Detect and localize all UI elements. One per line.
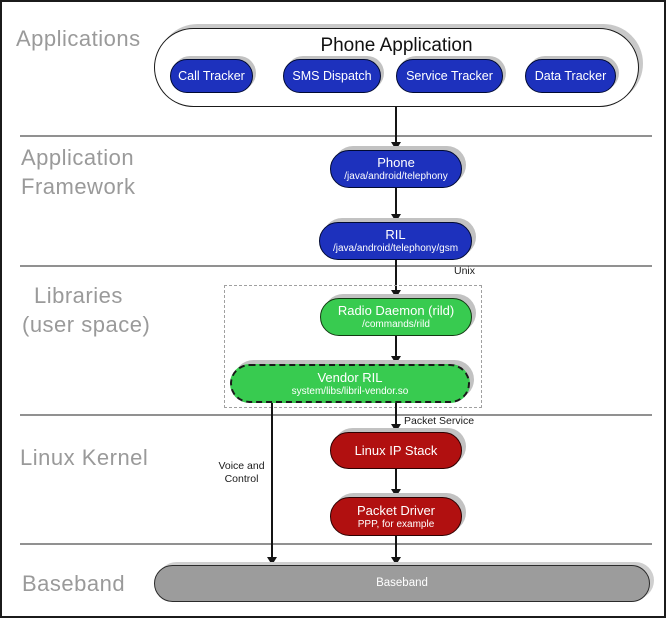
- separator-line: [20, 265, 652, 267]
- arrow-down-icon: [391, 424, 401, 432]
- connector-vendor-ril-to-baseband: [271, 403, 273, 558]
- node-path: system/libs/libril-vendor.so: [291, 385, 409, 397]
- connector-phone-to-ril: [395, 188, 397, 215]
- node-title: Phone: [377, 155, 415, 170]
- node-title: Linux IP Stack: [354, 443, 438, 458]
- arrow-down-icon: [391, 142, 401, 150]
- layer-label-line: Baseband: [22, 571, 126, 596]
- voice-control-label: Voice and Control: [214, 460, 269, 486]
- separator-line: [20, 543, 652, 545]
- layer-label-line: Framework: [21, 174, 136, 199]
- service-tracker-node: Service Tracker: [396, 59, 503, 93]
- layer-label-application-framework: Application Framework: [21, 143, 136, 201]
- arrow-down-icon: [391, 557, 401, 565]
- connector-vendor-ril-to-ip-stack: [395, 403, 397, 425]
- baseband-node: Baseband: [154, 565, 650, 602]
- node-title: RIL: [385, 227, 406, 242]
- radio-daemon-node: Radio Daemon (rild) /commands/rild: [320, 298, 472, 336]
- phone-application-title: Phone Application: [320, 35, 473, 56]
- node-title: Baseband: [376, 577, 428, 589]
- node-title: Vendor RIL: [317, 369, 383, 385]
- layer-label-line: (user space): [22, 312, 151, 337]
- data-tracker-node: Data Tracker: [525, 59, 616, 93]
- arrow-down-icon: [391, 214, 401, 222]
- node-title: Packet Driver: [356, 502, 436, 518]
- connector-apps-to-phone: [395, 107, 397, 143]
- separator-line: [20, 414, 652, 416]
- arrow-down-icon: [391, 290, 401, 298]
- node-path: /commands/rild: [362, 319, 430, 330]
- packet-driver-node: Packet Driver PPP, for example: [330, 497, 462, 536]
- layer-label-baseband: Baseband: [22, 569, 125, 598]
- layer-label-line: Application: [21, 145, 135, 170]
- connector-ip-stack-to-packet-driver: [395, 469, 397, 490]
- ril-node: RIL /java/android/telephony/gsm: [319, 222, 472, 260]
- layer-label-line: Applications: [16, 26, 141, 51]
- arrow-down-icon: [267, 557, 277, 565]
- linux-ip-stack-node: Linux IP Stack: [330, 432, 462, 469]
- voice-control-line: Voice and: [218, 460, 265, 472]
- node-path: /java/android/telephony: [344, 171, 448, 182]
- node-path: PPP, for example: [357, 518, 435, 530]
- layer-label-line: Libraries: [34, 283, 123, 308]
- packet-service-label: Packet Service: [404, 415, 475, 427]
- layer-label-line: Linux Kernel: [20, 445, 149, 470]
- layer-label-linux-kernel: Linux Kernel: [20, 443, 148, 472]
- node-title: Radio Daemon (rild): [337, 303, 455, 318]
- phone-node: Phone /java/android/telephony: [330, 150, 462, 188]
- unix-label: Unix: [454, 265, 476, 277]
- vendor-ril-node: Vendor RIL system/libs/libril-vendor.so: [230, 364, 470, 403]
- arrow-down-icon: [391, 356, 401, 364]
- node-path: /java/android/telephony/gsm: [332, 243, 459, 254]
- arrow-down-icon: [391, 489, 401, 497]
- layer-label-applications: Applications: [16, 24, 141, 53]
- connector-ril-to-rild: [395, 260, 397, 291]
- layer-label-libraries: Libraries (user space): [22, 281, 150, 339]
- separator-line: [20, 135, 652, 137]
- phone-application-container: Phone Application Call Tracker SMS Dispa…: [154, 28, 639, 107]
- connector-packet-driver-to-baseband: [395, 536, 397, 558]
- connector-rild-to-vendor-ril: [395, 336, 397, 357]
- call-tracker-node: Call Tracker: [170, 59, 253, 93]
- unix-dashed-box: [224, 285, 482, 408]
- voice-control-line: Control: [224, 473, 259, 485]
- sms-dispatch-node: SMS Dispatch: [283, 59, 381, 93]
